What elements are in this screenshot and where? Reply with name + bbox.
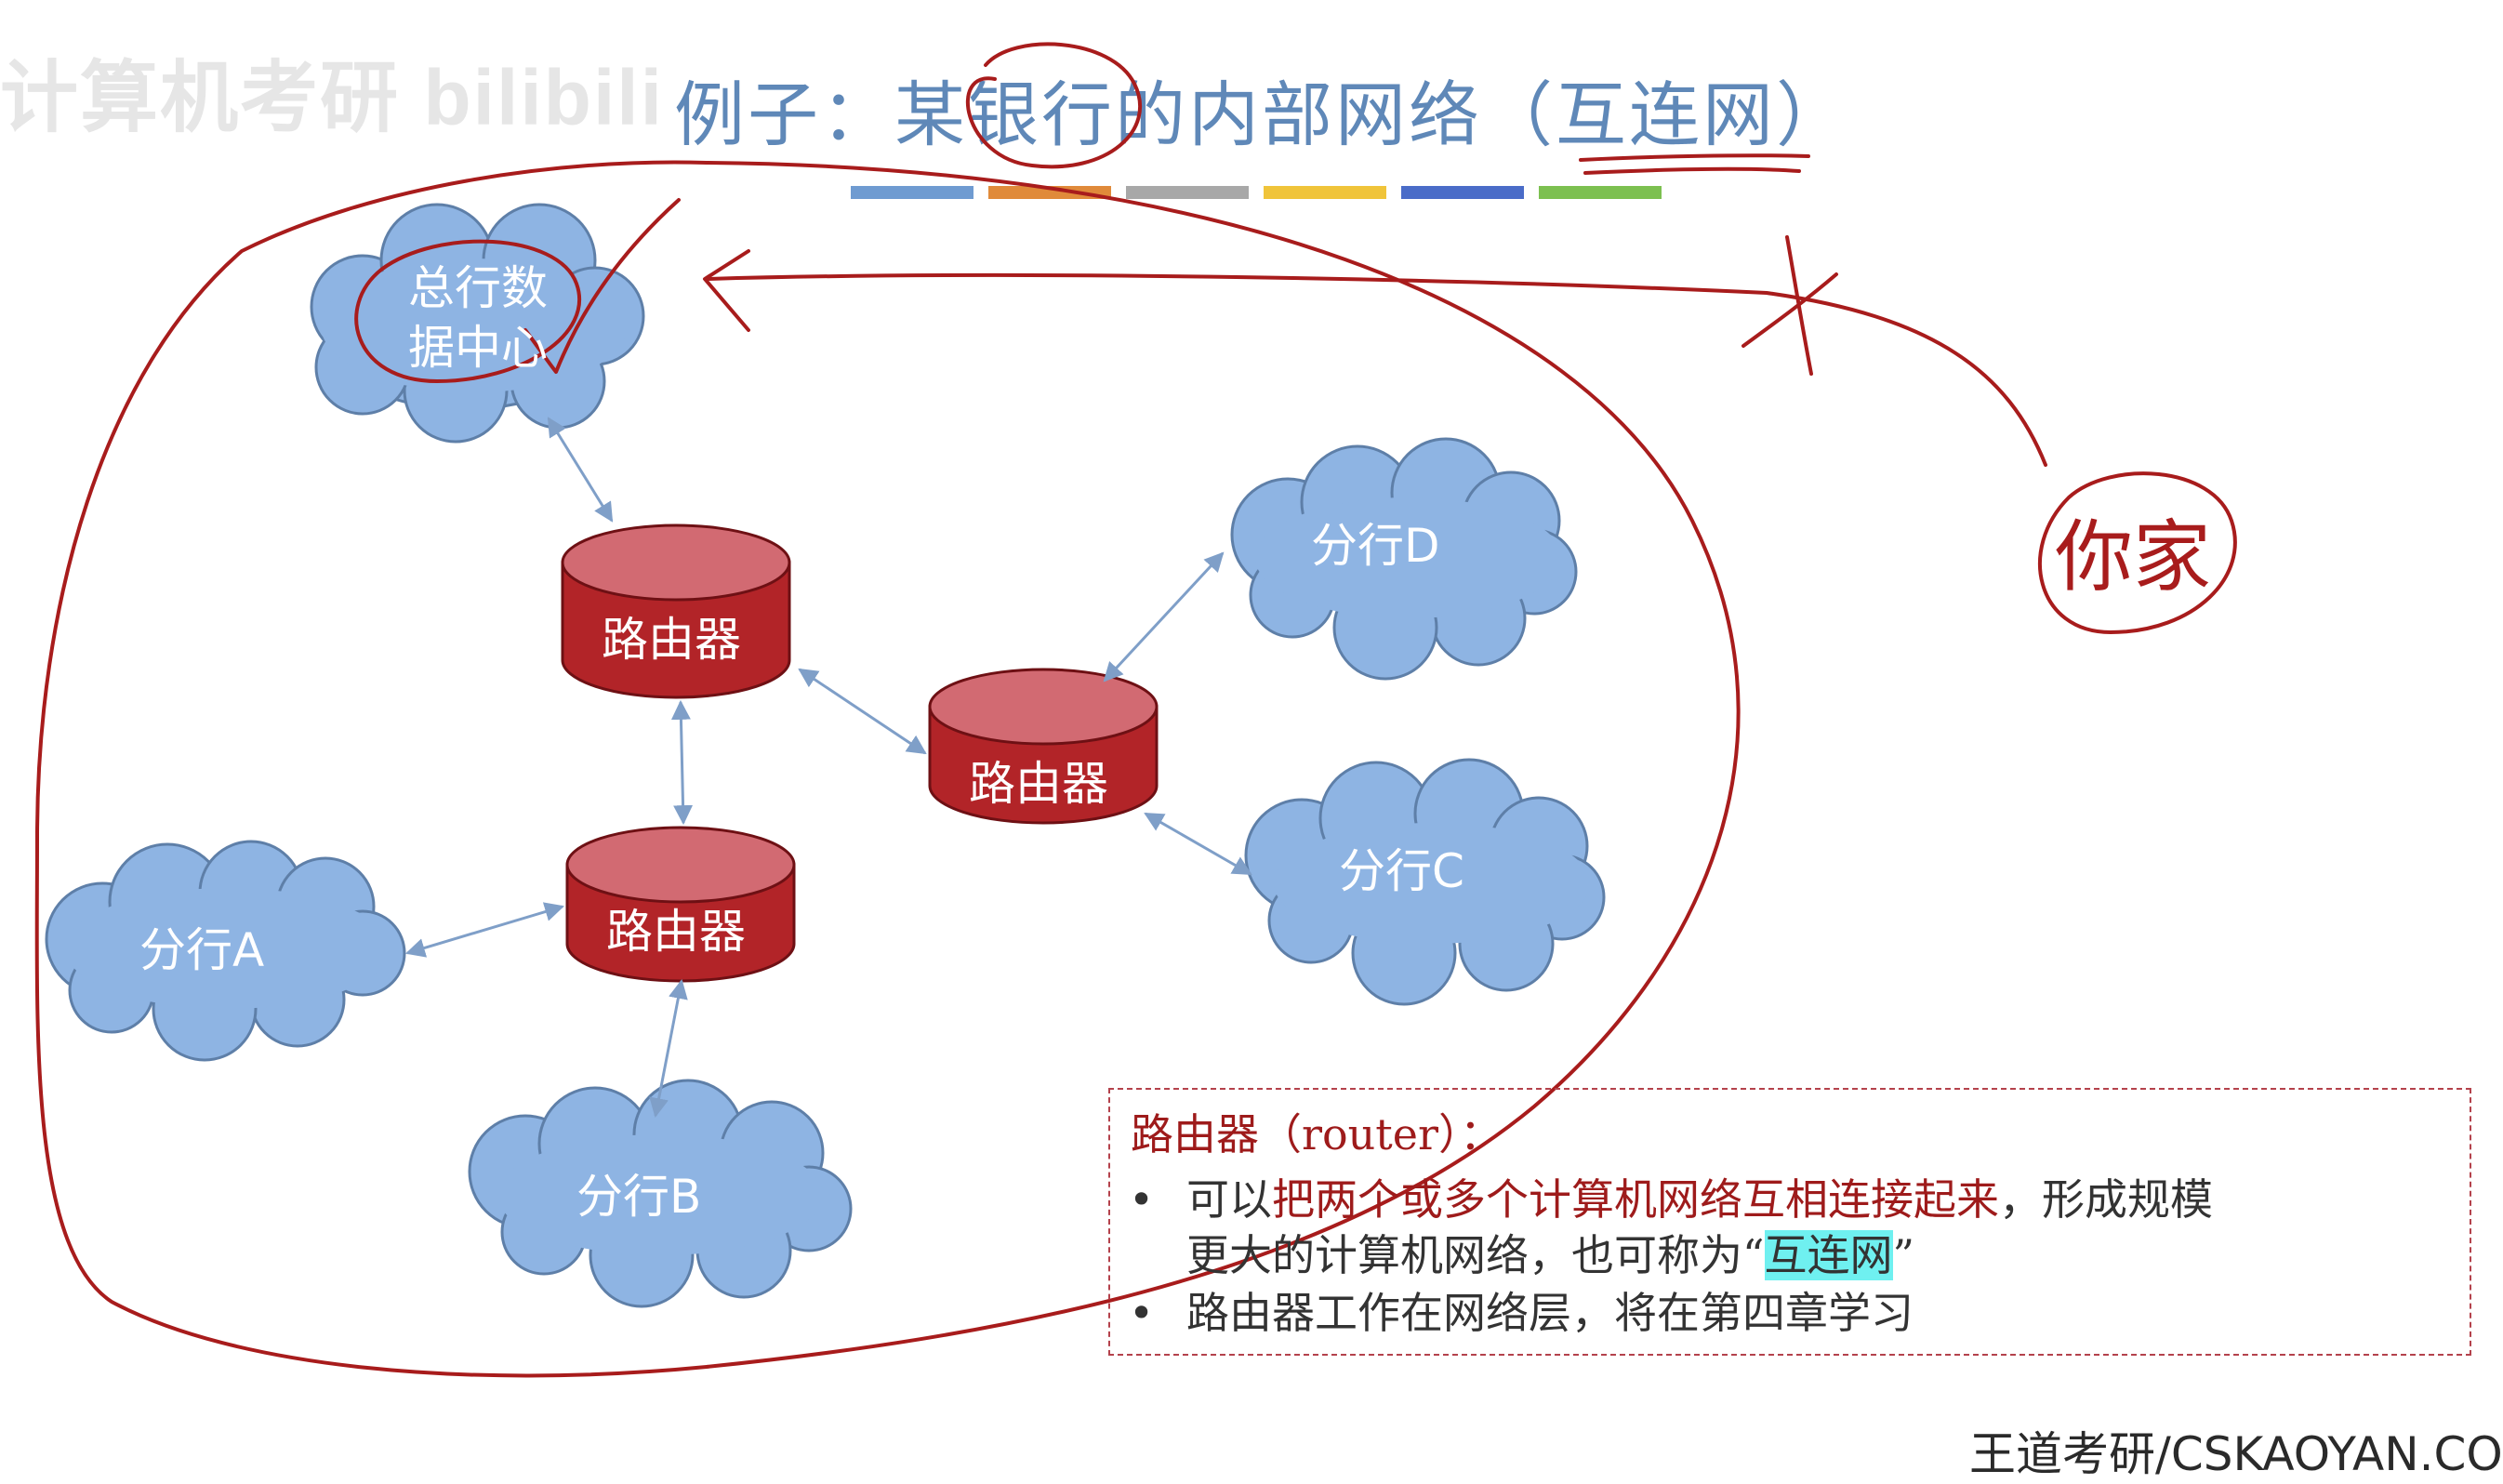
cloud-hq xyxy=(310,203,645,444)
cloud-label-hq-line1: 总行数 xyxy=(408,261,548,315)
hq-checkmark xyxy=(523,198,681,374)
link-router3-branchb xyxy=(649,978,688,1119)
color-bar-3 xyxy=(1126,186,1249,199)
note-item-2: • 路由器工作在网络层，将在第四章学习 xyxy=(1129,1279,1914,1341)
title-circle xyxy=(965,42,1142,169)
router-label-2: 路由器 xyxy=(969,757,1108,811)
router-2 xyxy=(928,668,1159,825)
note-item-1-line2: 更大的计算机网络，也可称为“互连网” xyxy=(1186,1222,1914,1283)
router-label-1: 路由器 xyxy=(602,613,741,667)
cloud-label-branch-c: 分行C xyxy=(1339,844,1464,898)
link-router2-branchd xyxy=(1103,551,1225,682)
router-label-3: 路由器 xyxy=(606,905,746,959)
home-label: 你家 xyxy=(2055,511,2211,603)
slide-title: 例子：某银行的内部网络（互连网） xyxy=(674,73,1849,156)
bilibili-watermark: 计算机考研 bilibili xyxy=(0,54,664,141)
connections xyxy=(404,417,1252,1119)
footer-brand: 王道考研/CSKAOYAN.COM xyxy=(1969,1427,2503,1481)
router-3 xyxy=(565,826,796,983)
color-bar-4 xyxy=(1264,186,1386,199)
title-underline xyxy=(1579,153,1810,162)
note-item1-line2-pre: 更大的计算机网络，也可称为“ xyxy=(1186,1230,1765,1280)
intranet-boundary xyxy=(34,160,1741,1378)
cloud-branch-b xyxy=(468,1079,853,1308)
cloud-label-branch-a: 分行A xyxy=(139,923,265,977)
handwritten-annotations xyxy=(34,42,2237,1378)
cloud-branch-d xyxy=(1230,437,1578,681)
link-router1-router3 xyxy=(670,699,694,826)
color-bar-1 xyxy=(851,186,973,199)
color-bar-5 xyxy=(1401,186,1524,199)
network-diagram: 你家 xyxy=(34,42,2237,1378)
link-router1-router2 xyxy=(798,668,927,755)
note-item-1: • 可以把两个或多个计算机网络互相连接起来，形成规模 xyxy=(1129,1166,2213,1227)
note-item1-pre: 可以 xyxy=(1186,1174,1272,1225)
note-item1-post: ，形成规模 xyxy=(1999,1174,2213,1225)
link-router2-branchc xyxy=(1144,812,1252,876)
cloud-branch-a xyxy=(45,840,406,1062)
color-bar-6 xyxy=(1539,186,1662,199)
note-item1-highlight: 把两个或多个计算机网络互相连接起来 xyxy=(1272,1174,1999,1225)
note-item1-line2-post: ” xyxy=(1892,1230,1915,1280)
home-arrow-line xyxy=(705,272,2047,467)
blocked-cross-2 xyxy=(1742,272,1838,348)
link-router3-brancha xyxy=(404,902,565,958)
cloud-label-branch-d: 分行D xyxy=(1311,519,1440,573)
note-bullet-2: • xyxy=(1129,1288,1155,1338)
hq-circle xyxy=(354,239,581,383)
title-underline-2 xyxy=(1583,166,1801,175)
router-1 xyxy=(561,523,791,699)
note-title: 路由器（router）： xyxy=(1131,1109,1503,1159)
home-circle xyxy=(2037,471,2237,634)
cloud-label-branch-b: 分行B xyxy=(576,1170,702,1224)
cloud-label-hq: 总行数 据中心 xyxy=(394,258,562,378)
router-note-box: 路由器（router）： • 可以把两个或多个计算机网络互相连接起来，形成规模 更… xyxy=(1108,1088,2471,1356)
cloud-label-hq-line2: 据中心 xyxy=(408,321,548,375)
cloud-branch-c xyxy=(1244,758,1606,1006)
note-item2-text: 路由器工作在网络层，将在第四章学习 xyxy=(1186,1288,1914,1338)
home-arrow-head xyxy=(703,249,750,332)
link-hq-router1 xyxy=(547,417,614,523)
note-bullet-1: • xyxy=(1129,1174,1155,1225)
note-item1-line2-highlight: 互连网 xyxy=(1764,1230,1893,1280)
color-bar-2 xyxy=(988,186,1111,199)
